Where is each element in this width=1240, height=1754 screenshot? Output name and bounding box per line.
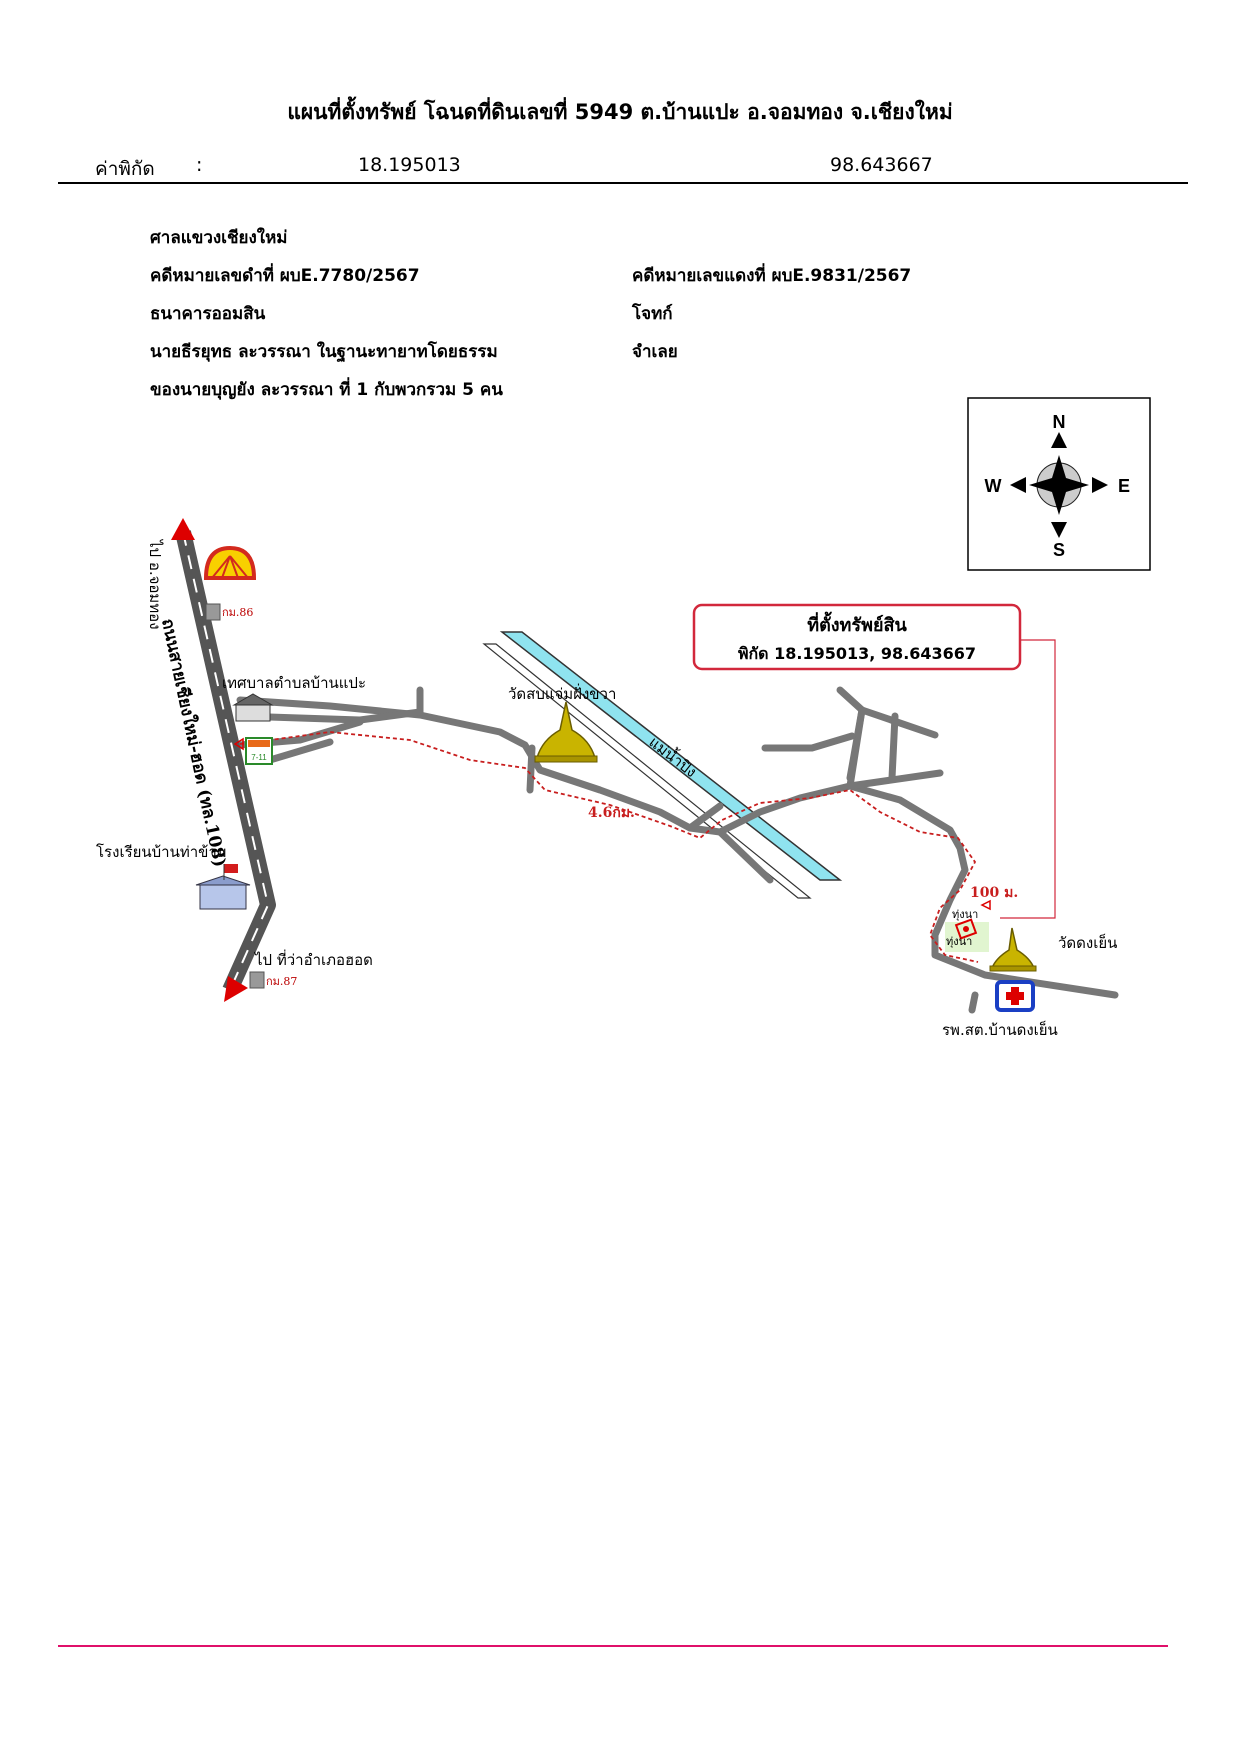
page-title: แผนที่ตั้งทรัพย์ โฉนดที่ดินเลขที่ 5949 ต…: [287, 100, 953, 124]
latitude-value: 18.195013: [358, 154, 461, 176]
red-case-number: คดีหมายเลขแดงที่ ผบE.9831/2567: [632, 266, 912, 286]
coord-separator: :: [196, 154, 203, 176]
temple-1-label: วัดสบแจ่มฝั่งขวา: [508, 683, 616, 703]
compass-w: W: [985, 476, 1002, 496]
school-label: โรงเรียนบ้านท่าข้าม: [96, 843, 227, 861]
highway-label: ถนนสายเชียงใหม่-ฮอด (ทล.108): [157, 617, 230, 869]
hospital-label: รพ.สต.บ้านดงเย็น: [942, 1020, 1058, 1039]
field-label-1: ทุ่งนา: [952, 908, 978, 921]
callout-coords: พิกัด 18.195013, 98.643667: [738, 644, 976, 663]
municipality-building-icon: [232, 693, 274, 722]
footer-divider: [58, 1645, 1168, 1647]
temple-2-icon: [989, 927, 1037, 972]
compass-n: N: [1053, 412, 1066, 432]
municipality-label: เทศบาลตำบลบ้านแปะ: [222, 674, 366, 692]
court-name: ศาลแขวงเชียงใหม่: [150, 228, 288, 248]
header-divider: [58, 182, 1188, 184]
store-label: 7-11: [251, 753, 267, 762]
callout-leader: [1000, 639, 1056, 919]
defendant-name: นายธีรยุทธ ละวรรณา ในฐานะทายาทโดยธรรม: [150, 342, 498, 362]
plaintiff-role: โจทก์: [632, 304, 673, 324]
km86-label: กม.86: [222, 606, 253, 619]
highway-108: [171, 518, 276, 1002]
compass-rose: N S E W: [967, 397, 1151, 571]
field-label-2: ทุ่งนา: [946, 935, 972, 948]
coord-label: ค่าพิกัด: [95, 158, 155, 180]
km87-marker-icon: [249, 971, 265, 989]
to-jomthong-label: ไป อ.จอมทอง: [146, 539, 164, 630]
longitude-value: 98.643667: [830, 154, 933, 176]
distance-4-6km: 4.6กม.: [588, 805, 635, 821]
temple-1-icon: [534, 701, 598, 763]
km86-marker-icon: [205, 603, 221, 621]
distance-100m: 100 ม.: [970, 885, 1018, 901]
property-location-icon: [945, 899, 991, 952]
plaintiff-name: ธนาคารออมสิน: [150, 304, 266, 324]
compass-s: S: [1053, 540, 1065, 560]
temple-2-label: วัดดงเย็น: [1058, 933, 1117, 952]
to-hot-label: ไป ที่ว่าอำเภอฮอด: [254, 949, 373, 969]
route-line: [239, 731, 979, 963]
convenience-store-icon: 7-11: [233, 737, 273, 765]
black-case-number: คดีหมายเลขดำที่ ผบE.7780/2567: [150, 266, 420, 286]
callout-title: ที่ตั้งทรัพย์สิน: [807, 611, 907, 636]
school-building-icon: [195, 864, 251, 910]
km87-label: กม.87: [266, 975, 297, 988]
property-callout: ที่ตั้งทรัพย์สิน พิกัด 18.195013, 98.643…: [692, 603, 1022, 671]
defendant-role: จำเลย: [632, 342, 678, 362]
hospital-icon: [995, 980, 1035, 1012]
location-map: N S E W: [96, 397, 1151, 1039]
defendant-of: ของนายบุญยัง ละวรรณา ที่ 1 กับพวกรวม 5 ค…: [150, 380, 503, 400]
compass-e: E: [1118, 476, 1130, 496]
shell-station-icon: [203, 545, 257, 580]
